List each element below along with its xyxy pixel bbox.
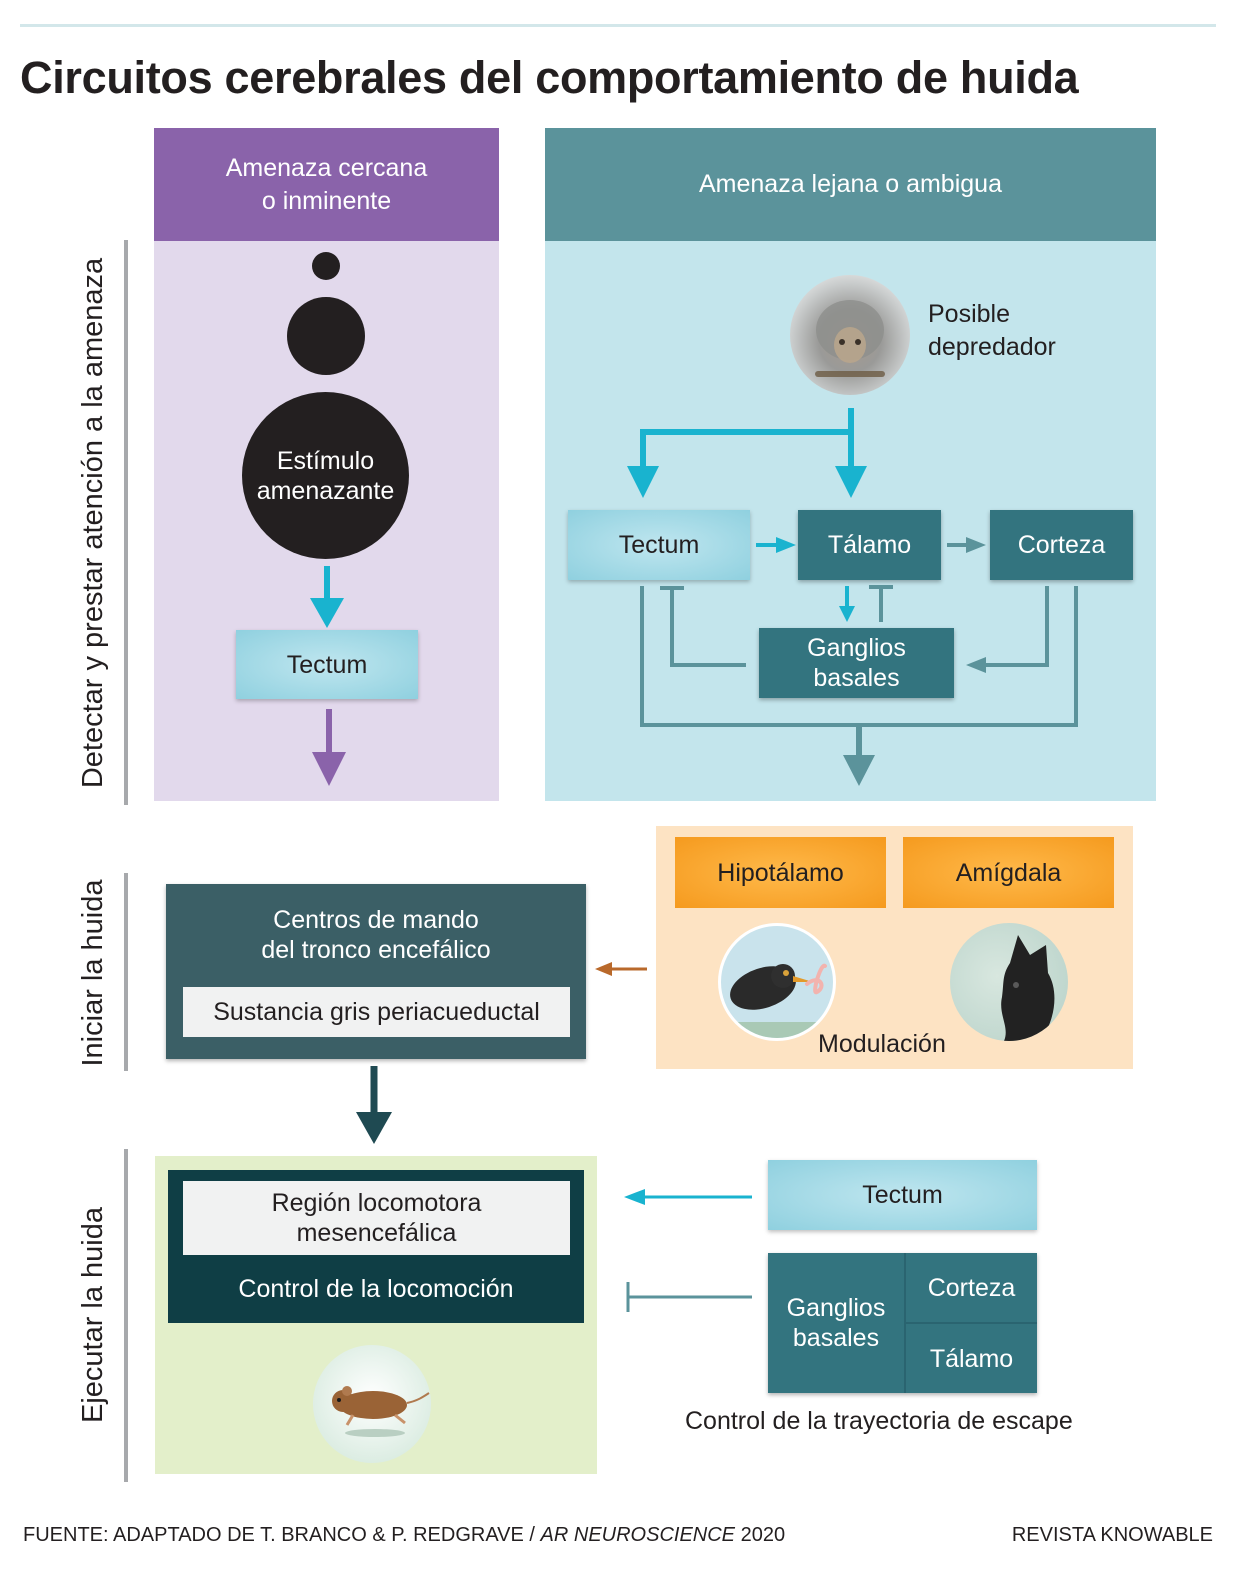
far-basal-ganglia-line2: basales [813,664,900,692]
page-title: Circuitos cerebrales del comportamiento … [20,52,1079,103]
initiate-row-bar [124,873,128,1071]
owl-predator-icon [790,275,910,395]
mouse-shape [332,1386,430,1437]
far-cortex-box: Corteza [990,510,1133,580]
far-basal-ganglia-line1: Ganglios [807,634,906,662]
predator-label-line1: Posible [928,300,1010,328]
mlr-box: Región locomotora mesencefálica [183,1181,570,1255]
cat-icon [950,923,1068,1041]
exec-tectum-box: Tectum [768,1160,1037,1230]
amygdala-box: Amígdala [903,837,1114,908]
detect-row-bar [124,240,128,805]
stimulus-small-dot [312,252,340,280]
source-year: 2020 [735,1524,786,1546]
far-basal-ganglia-box: Ganglios basales [759,628,954,698]
tectum-to-thalamus-arrow [756,537,796,553]
near-tectum-box: Tectum [236,630,418,699]
command-to-execute-arrow [356,1066,392,1144]
ganglia-inhibits-tectum [660,586,746,667]
stimulus-label-line1: Estímulo [276,446,375,475]
command-centers-line1: Centros de mando [273,906,479,934]
near-threat-header-line2: o inminente [261,186,392,215]
hypothalamus-box: Hipotálamo [675,837,886,908]
bird-worm-icon [718,923,836,1041]
top-rule [20,24,1216,27]
cat-shape [1001,935,1055,1041]
stimulus-large-circle: Estímulo amenazante [242,392,409,559]
predator-split-arrows [627,408,867,498]
exec-divider-horizontal [904,1322,1037,1324]
exec-basal-ganglia-line1: Ganglios [786,1294,886,1322]
mouse-running-icon [313,1345,431,1463]
mlr-line1: Región locomotora [271,1189,482,1217]
near-tectum-down-arrow [312,709,346,786]
stimulus-label-line2: amenazante [256,476,395,505]
command-centers-line2: del tronco encefálico [261,936,491,964]
trajectory-label: Control de la trayectoria de escape [685,1407,1073,1435]
cortex-to-ganglia-arrow [966,586,1049,673]
owl-shape [815,300,885,377]
exec-basal-ganglia: Ganglios basales [768,1253,904,1393]
predator-label: Posible depredador [928,298,1056,364]
far-output-arrow [640,586,1078,786]
command-centers-title: Centros de mando del tronco encefálico [166,902,586,968]
ganglia-inhibits-thalamus [869,585,893,622]
modulation-label: Modulación [818,1030,946,1058]
stimulus-medium-dot [287,297,365,375]
near-threat-header: Amenaza cercana o inminente [154,128,499,241]
thalamus-to-ganglia-arrow [839,586,855,622]
exec-cortex: Corteza [927,1273,1016,1302]
stimulus-to-tectum-arrow [310,566,344,628]
thalamus-to-cortex-arrow [947,537,986,553]
trajectory-inhibit-line [626,1282,752,1312]
locomotion-label: Control de la locomoción [238,1275,514,1303]
source-footer: FUENTE: ADAPTADO DE T. BRANCO & P. REDGR… [23,1524,785,1547]
far-thalamus-box: Tálamo [798,510,941,580]
source-prefix: FUENTE: ADAPTADO DE T. BRANCO & P. REDGR… [23,1524,541,1546]
execute-row-bar [124,1149,128,1482]
exec-basal-ganglia-line2: basales [792,1324,880,1352]
mlr-line2: mesencefálica [296,1219,457,1247]
tectum-to-locomotion-arrow [624,1189,752,1205]
credit-footer: REVISTA KNOWABLE [1011,1524,1213,1546]
modulation-arrow [595,962,647,976]
far-threat-header: Amenaza lejana o ambigua [545,128,1156,241]
bird-shape [721,963,833,1038]
pag-box: Sustancia gris periacueductal [183,987,570,1037]
exec-thalamus: Tálamo [929,1344,1014,1373]
source-journal: AR NEUROSCIENCE [540,1524,736,1546]
far-tectum-box: Tectum [568,510,750,580]
near-threat-header-line1: Amenaza cercana [225,153,428,182]
predator-label-line2: depredador [928,333,1056,361]
